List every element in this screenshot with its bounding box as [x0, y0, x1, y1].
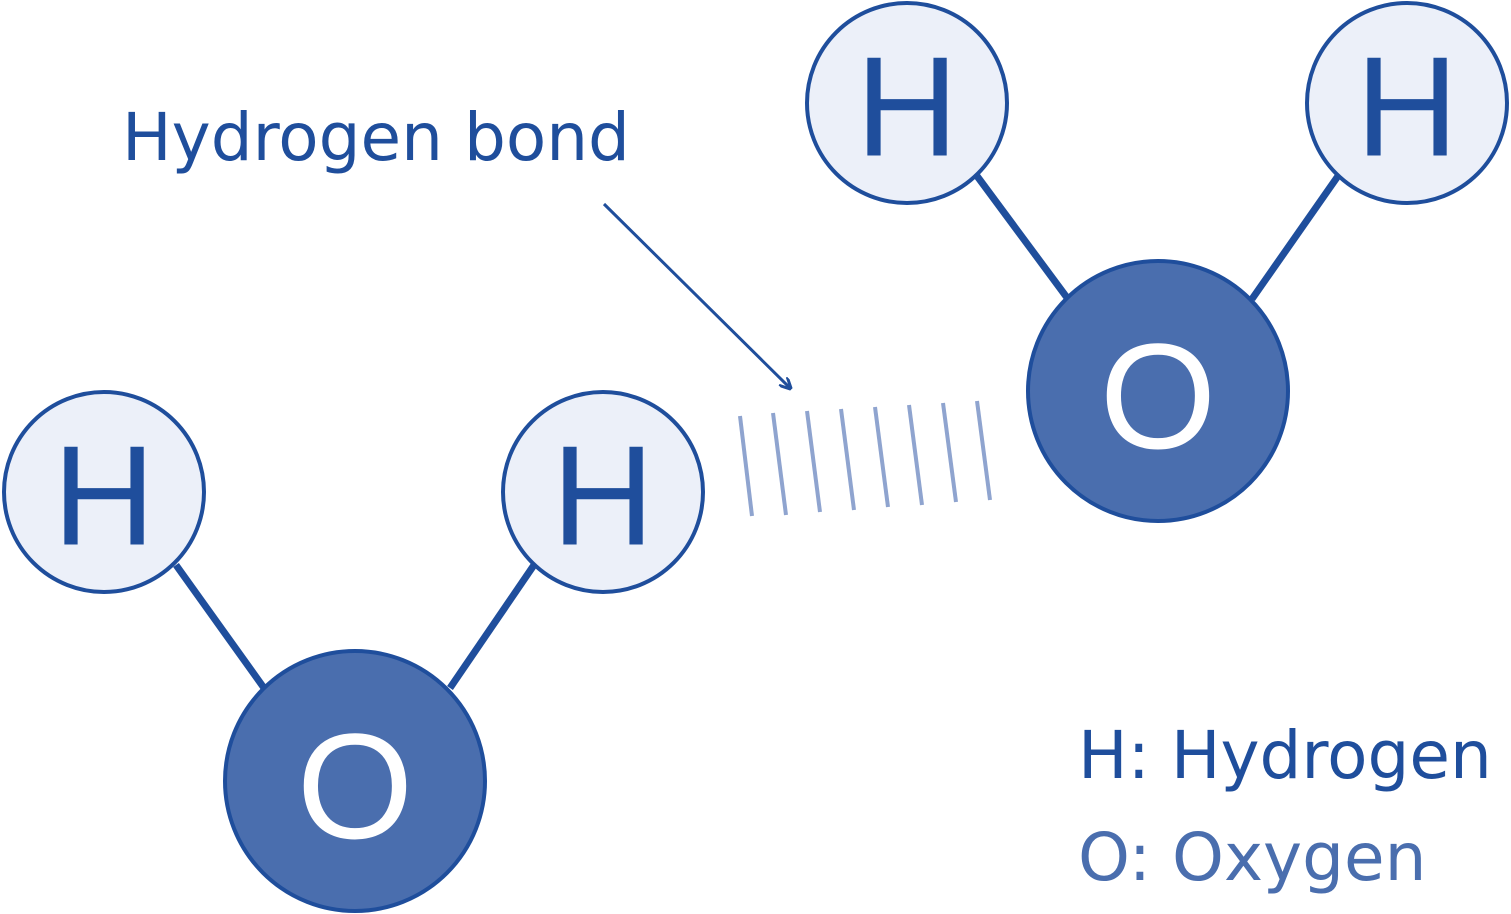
hydrogen-atom-left-outer: H [2, 390, 206, 594]
hydrogen-bond-callout-label: Hydrogen bond [122, 99, 630, 176]
oxygen-atom-label: O [1100, 312, 1217, 480]
oxygen-atom-left: O [223, 649, 487, 913]
legend: H: Hydrogen O: Oxygen [1078, 717, 1492, 896]
hydrogen-atom-label: H [552, 417, 655, 576]
legend-oxygen: O: Oxygen [1078, 819, 1426, 896]
covalent-bond-left-1 [173, 562, 267, 691]
hydrogen-bond-dashes [738, 400, 992, 517]
hydrogen-atom-right-right: H [1305, 1, 1509, 205]
covalent-bond-right-1 [974, 173, 1071, 302]
oxygen-atom-right: O [1026, 259, 1290, 523]
callout-arrow [602, 202, 790, 388]
hydrogen-atom-label: H [53, 417, 156, 576]
hydrogen-atom-label: H [856, 28, 959, 187]
covalent-bond-left-2 [447, 563, 537, 690]
oxygen-atom-label: O [297, 702, 414, 870]
legend-hydrogen: H: Hydrogen [1078, 717, 1492, 794]
hydrogen-atom-right-left: H [805, 1, 1009, 205]
covalent-bond-right-2 [1249, 173, 1341, 302]
hydrogen-atom-label: H [1356, 28, 1459, 187]
hydrogen-atom-left-inner: H [501, 390, 705, 594]
water-molecule-right: H H O [805, 1, 1509, 523]
water-molecule-left: H H O [2, 390, 705, 913]
